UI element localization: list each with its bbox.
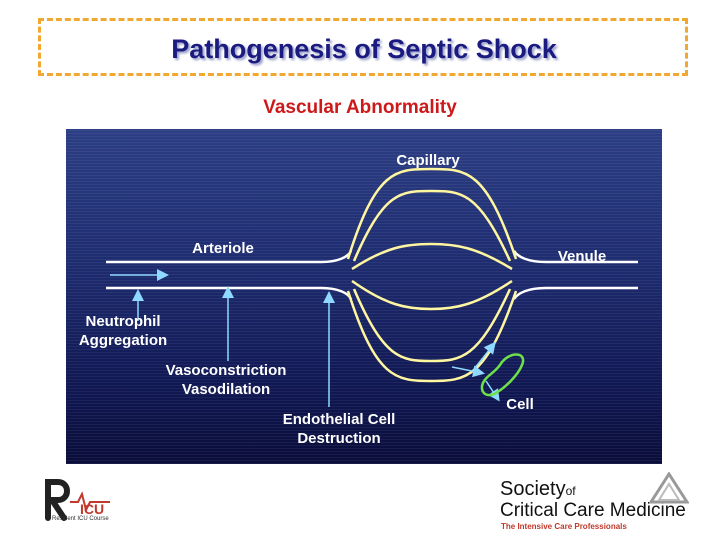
ricu-subtitle: Resident ICU Course xyxy=(52,516,109,522)
page-subtitle: Vascular Abnormality xyxy=(263,97,457,118)
label-neutrophil-line1: Neutrophil xyxy=(85,313,161,330)
label-vaso-line1: Vasoconstriction xyxy=(165,362,287,379)
sccm-tagline: The Intensive Care Professionals xyxy=(501,522,627,531)
label-endothelial-destruction: Endothelial Cell Destruction xyxy=(283,410,396,448)
sccm-society-text: Societyof xyxy=(500,478,576,501)
label-neutrophil-aggregation: Neutrophil Aggregation xyxy=(79,312,167,350)
label-endothelial-line1: Endothelial Cell xyxy=(282,411,396,428)
ricu-logo: ICU Resident ICU Course xyxy=(30,472,120,528)
diagram-panel: Capillary Arteriole Venule Neutrophil Ag… xyxy=(66,129,662,464)
label-vaso-line2: Vasodilation xyxy=(181,381,271,398)
label-endothelial-line2: Destruction xyxy=(297,430,381,447)
sccm-name: Critical Care Medicine xyxy=(500,500,686,521)
capillary-outer-top xyxy=(346,167,518,260)
capillary-outer-bottom xyxy=(346,290,518,383)
label-vasoconstriction: Vasoconstriction Vasodilation xyxy=(166,361,287,399)
capillary-inner-top xyxy=(352,189,512,262)
ricu-logo-icon: ICU xyxy=(45,479,110,521)
title-frame xyxy=(38,18,688,76)
cell-arrow-left xyxy=(451,365,485,378)
leukocyte-cell xyxy=(480,353,525,397)
sccm-emblem-icon xyxy=(649,472,689,504)
label-neutrophil-line2: Aggregation xyxy=(78,332,168,349)
capillary-inner-bottom xyxy=(352,288,512,363)
pointer-arrows xyxy=(110,269,500,407)
capillary-mid-top xyxy=(351,242,513,271)
label-cell: Cell xyxy=(506,396,534,413)
sccm-logo: Societyof Critical Care Medicine The Int… xyxy=(497,470,697,531)
cell-arrow-down xyxy=(485,380,500,402)
capillary-mid-bottom xyxy=(351,279,513,311)
sccm-society-word: Society xyxy=(500,478,566,500)
svg-text:ICU: ICU xyxy=(80,501,104,517)
venule-bottom-wall xyxy=(512,286,638,300)
page-title: Pathogenesis of Septic Shock xyxy=(171,34,557,64)
label-capillary: Capillary xyxy=(396,152,460,169)
cell-arrow-up xyxy=(473,341,496,370)
sccm-of-word: of xyxy=(565,484,576,498)
label-arteriole: Arteriole xyxy=(192,240,254,257)
label-venule: Venule xyxy=(557,248,607,265)
venule-top-wall xyxy=(512,250,638,264)
vessel-diagram xyxy=(106,167,638,407)
